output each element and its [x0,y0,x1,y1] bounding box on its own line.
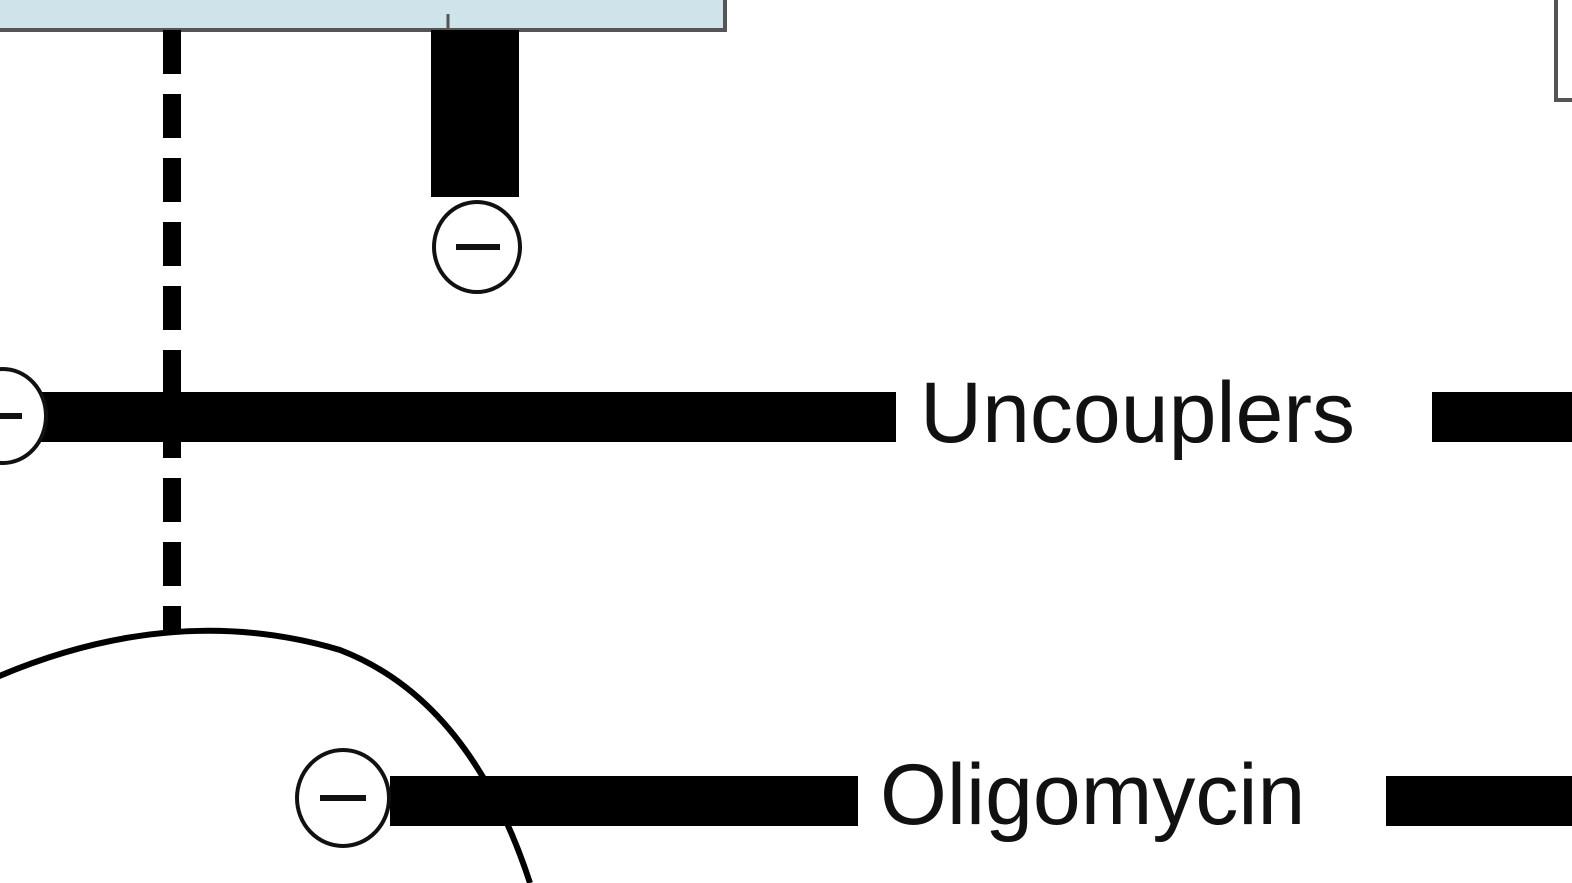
uncouplers-bar-left [40,392,896,442]
minus-circle-icon [295,748,391,848]
arc-outline [0,627,533,883]
right-edge-box [1554,0,1572,102]
uncouplers-bar-right [1432,392,1572,442]
inhibitor-bar-vertical [431,30,519,197]
complex-box [0,0,727,32]
minus-circle-icon [432,200,522,294]
uncouplers-label: Uncouplers [920,365,1355,461]
minus-circle-icon [0,367,48,465]
oligomycin-bar-right [1386,776,1572,826]
oligomycin-bar-left [390,776,858,826]
oligomycin-label: Oligomycin [880,747,1306,843]
